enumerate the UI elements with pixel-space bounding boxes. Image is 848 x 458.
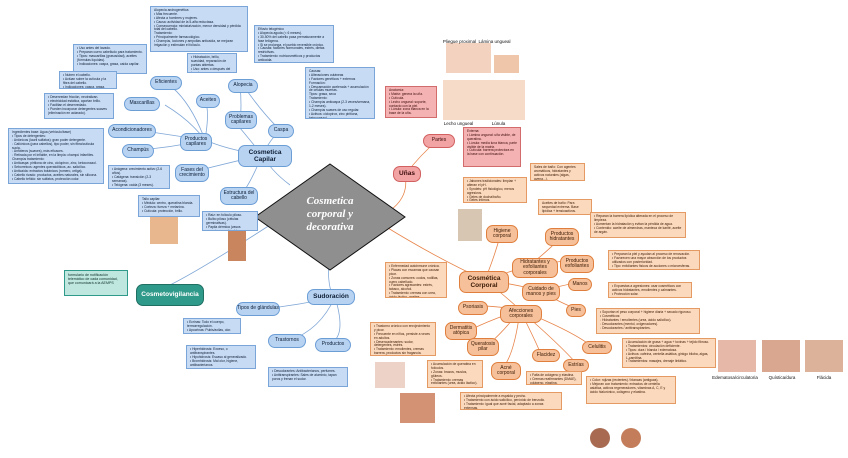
text-alopecia-androgenetica: Alopecia androgenética • Más frecuente. … (150, 6, 248, 52)
text-productos-sudor: • Desodorantes: Antibacterianos, perfume… (268, 367, 348, 387)
node-celulitis[interactable]: Celulitis (582, 341, 612, 354)
text-cosmetovigilancia: formulario de notificación telemático de… (64, 270, 128, 296)
node-manos[interactable]: Manos (568, 278, 592, 291)
node-psoriasis[interactable]: Psoriasis (458, 301, 488, 315)
text-acondicionadores: • Desenredan fricción, neutralizan. • el… (44, 93, 114, 119)
nail-label-2: Lámina ungueal (478, 39, 511, 44)
node-higiene-corporal[interactable]: Higiene corporal (486, 225, 518, 243)
text-caspa: Causas: • Alteraciones cutáneas • Factor… (305, 67, 375, 119)
center-title-line2: corporal y (306, 208, 354, 221)
center-diamond (254, 163, 406, 271)
node-estructura-cabello[interactable]: Estructura del cabello (220, 187, 258, 205)
center-title-line3: decorativa (306, 221, 354, 234)
node-afecciones-corporales[interactable]: Afecciones corporales (500, 305, 542, 323)
text-efluvio-telogenico: Efluvio telogénico • Alopecia aguda (< 6… (254, 25, 334, 63)
text-trastornos: • Hiperhidrosis: Exceso, o antitranspira… (186, 345, 256, 369)
stretch-mark-photo-1 (590, 428, 610, 448)
nail-close-illustration (494, 55, 519, 73)
text-aceites: • Hidratación, brillo, suavidad, reparac… (187, 53, 237, 73)
node-fases-crecimiento[interactable]: Fases del crecimiento (175, 164, 209, 182)
node-dermatitis-atopica[interactable]: Dermatitis atópica (445, 322, 477, 340)
celulitis-type-1: Edematosa/circulatoria (712, 375, 758, 380)
stretch-mark-photo-2 (621, 428, 641, 448)
text-glandulas: • Ecrinas: Todo el cuerpo, termorregulac… (183, 318, 241, 334)
node-champus[interactable]: Champús (122, 144, 154, 158)
text-estrias: • Color: rojizas (recientes) / blancas (… (586, 376, 676, 404)
celulitis-quistica-image (762, 340, 800, 372)
hair-structure-illustration (228, 223, 246, 261)
node-caspa[interactable]: Caspa (268, 124, 294, 138)
text-psoriasis: • Enfermedad autoinmune crónica. • Placa… (385, 262, 447, 298)
node-pies[interactable]: Pies (566, 304, 586, 317)
node-cosmetica-corporal[interactable]: Cosmética Corporal (459, 271, 509, 293)
node-cosmetica-capilar[interactable]: Cosmetica Capilar (238, 145, 292, 167)
text-partes-anatomia: Anatomía: • Matriz: genera la uña. • Cut… (385, 86, 437, 118)
node-productos-exfoliantes[interactable]: Productos exfoliantes (560, 255, 594, 273)
text-gel-higiene: • Jabones tradicionales: limpian + alter… (463, 177, 527, 203)
node-eficientes[interactable]: Eficientes (150, 76, 182, 90)
text-raiz: • Raíz: en folículo piloso. • Bulbo pilo… (202, 211, 258, 231)
text-eficientes: • Uso antes del lavado. • Preparan cuero… (73, 44, 147, 74)
text-acne: • Afecta principalmente a espalda y pech… (460, 392, 562, 410)
node-problemas-capilares[interactable]: Problemas capilares (225, 111, 257, 129)
text-celulitis: • Acumulación de grasa + agua + toxinas … (622, 338, 716, 368)
text-fases: • Anágena: crecimiento activo (2-6 años)… (108, 165, 170, 189)
text-queratosis: • Acumulación de queratina en folículos.… (427, 360, 483, 388)
node-productos-sudor[interactable]: Productos (315, 338, 351, 352)
nail-label-3: Lecho ungueal (443, 121, 474, 126)
nail-label-4: Lúnula (491, 121, 506, 126)
celulitis-type-2: Quística/dura (768, 375, 796, 380)
node-productos-hidratantes[interactable]: Productos hidratantes (545, 228, 579, 246)
text-productos-hidratantes: • Reparan la barrera lipídica alterada e… (590, 212, 686, 238)
text-aceites-bano: Aceites de baño: Para sequedad extrema. … (538, 199, 592, 215)
gel-products-illustration (458, 209, 482, 241)
node-flacidez[interactable]: Flacidez (532, 349, 560, 362)
text-mascarillas: • Nutren el cabello. • Actúan sobre la c… (59, 71, 117, 89)
node-tipos-glandulas[interactable]: Tipos de glándulas (236, 302, 280, 316)
text-sales-bano: Sales de baño: Con agentes aromáticos, h… (530, 163, 585, 181)
node-productos-capilares[interactable]: Productos capilares (180, 133, 212, 151)
text-productos-exfoliantes: • Preparan la piel y ayudan al proceso d… (608, 250, 700, 270)
finger-illustration (446, 43, 491, 73)
node-cosmetovigilancia[interactable]: Cosmetovigilancia (136, 284, 204, 306)
node-aceites[interactable]: Aceites (196, 94, 220, 108)
keratosis-illustration (400, 393, 435, 423)
text-champus: Ingredientes base: Agua (vehículo/base) … (8, 128, 104, 184)
node-unas[interactable]: Uñas (393, 166, 421, 182)
node-mascarillas[interactable]: Mascarillas (124, 97, 160, 111)
node-cuidado-manos-pies[interactable]: Cuidado de manos y pies (522, 283, 560, 301)
dermatitis-illustration (375, 362, 405, 388)
text-pies: • Soportan el peso corporal + higiene di… (596, 308, 700, 334)
celulitis-type-3: Flácida (816, 375, 832, 380)
node-sudoracion[interactable]: Sudoración (307, 289, 355, 305)
text-estructura: Tallo capilar: • Médula: centro, querati… (138, 195, 200, 217)
nail-anatomy-illustration (443, 80, 525, 120)
text-dermatitis: • Trastorno crónico con enrojecimiento y… (370, 322, 436, 356)
node-acondicionadores[interactable]: Acondicionadores (108, 124, 156, 138)
node-trastornos[interactable]: Trastornos (268, 334, 306, 348)
text-flacidez: • Falta de colágeno y elastina. • Cremas… (526, 371, 582, 385)
node-partes[interactable]: Partes (423, 134, 455, 148)
node-hidratantes-exfoliantes[interactable]: Hidratantes y exfoliantes corporales (512, 258, 558, 278)
center-title: Cosmetica corporal y decorativa (270, 195, 390, 235)
text-partes-externa: Externa: • Lámina ungueal: uña visible, … (463, 127, 521, 167)
center-title-line1: Cosmetica (306, 195, 354, 207)
celulitis-flacida-image (805, 340, 843, 372)
node-queratosis-pilar[interactable]: Queratosis pilar (467, 338, 499, 356)
node-acne-corporal[interactable]: Acné corporal (491, 362, 521, 380)
text-manos: • Expuestas a agresiones: usar cosmético… (608, 282, 692, 298)
hair-follicle-illustration (150, 212, 178, 244)
node-alopecia[interactable]: Alopecia (228, 79, 258, 93)
nail-label-1: Pliegue proximal (442, 39, 477, 44)
celulitis-edematosa-image (718, 340, 756, 372)
